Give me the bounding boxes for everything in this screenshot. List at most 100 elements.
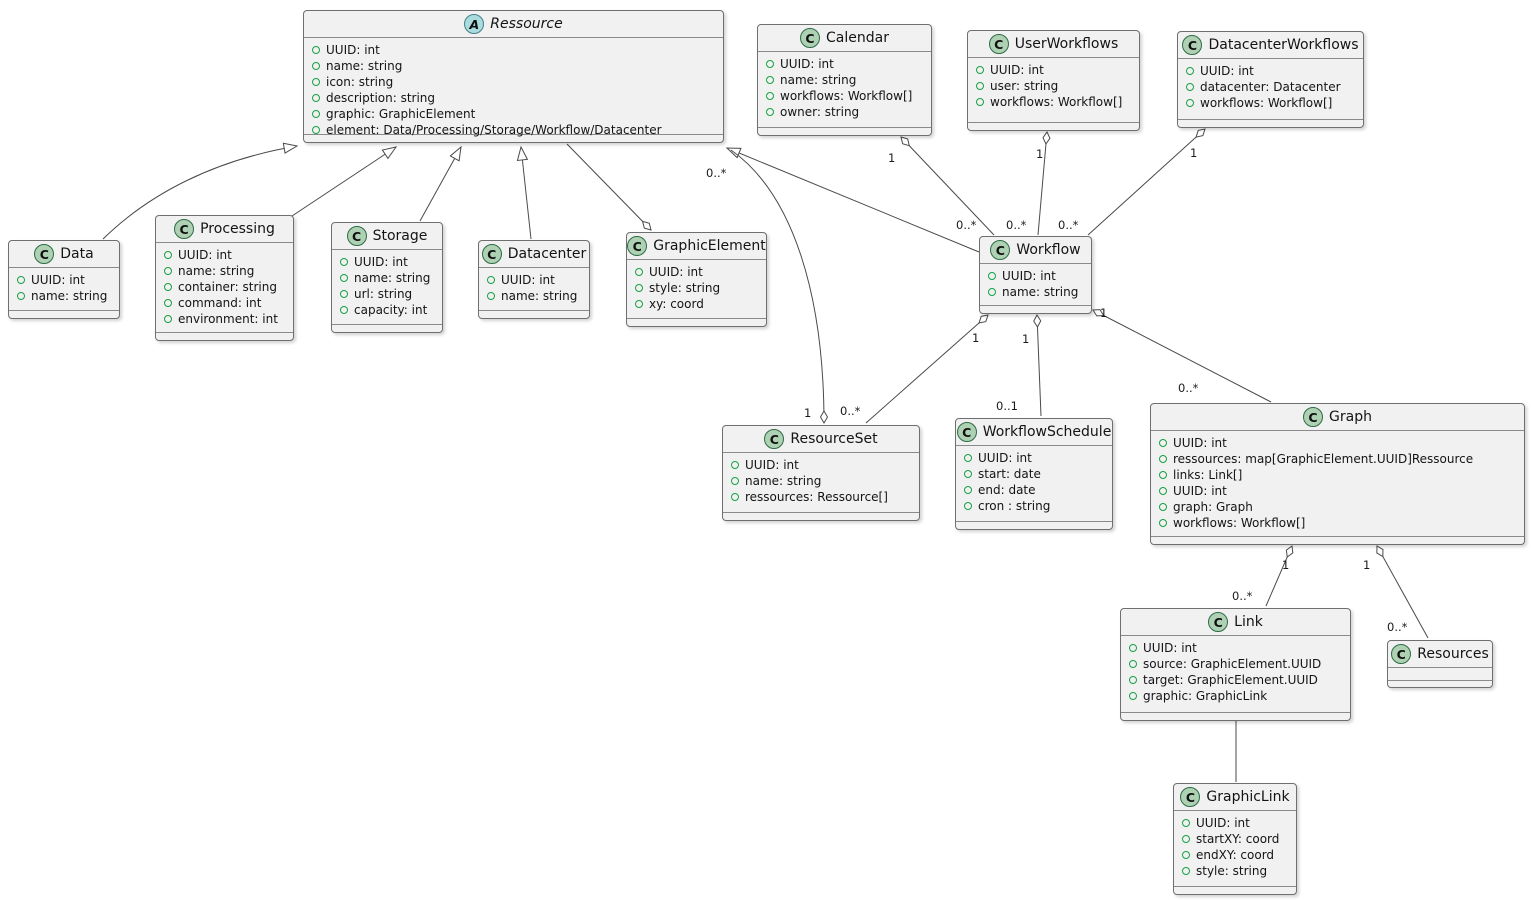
field-visibility-icon	[164, 283, 172, 291]
multiplicity-label: 1	[888, 151, 895, 165]
attribute-text: datacenter: Datacenter	[1200, 80, 1341, 94]
attribute-row: links: Link[]	[1159, 467, 1516, 483]
attribute-row: graphic: GraphicElement	[312, 106, 715, 122]
field-visibility-icon	[976, 66, 984, 74]
class-name: Link	[1234, 614, 1263, 630]
attribute-row: workflows: Workflow[]	[1159, 515, 1516, 531]
multiplicity-label: 0..*	[1232, 589, 1253, 603]
field-visibility-icon	[1159, 503, 1167, 511]
class-methods	[627, 319, 766, 326]
class-methods	[304, 135, 723, 142]
multiplicity-label: 1	[1036, 147, 1043, 161]
field-visibility-icon	[1159, 439, 1167, 447]
attribute-text: UUID: int	[326, 43, 380, 57]
attribute-row: UUID: int	[635, 264, 758, 280]
attribute-text: UUID: int	[990, 63, 1044, 77]
field-visibility-icon	[766, 108, 774, 116]
attribute-text: UUID: int	[178, 248, 232, 262]
attribute-text: icon: string	[326, 75, 394, 89]
attribute-text: name: string	[1002, 285, 1079, 299]
class-header: C Graph	[1151, 404, 1524, 431]
field-visibility-icon	[312, 94, 320, 102]
class-name: Processing	[200, 221, 275, 237]
class-name: Workflow	[1016, 242, 1081, 258]
class-methods	[1151, 537, 1524, 544]
class-methods	[980, 306, 1091, 313]
abstract-class-icon: A	[464, 14, 485, 34]
field-visibility-icon	[1186, 83, 1194, 91]
attribute-row: UUID: int	[312, 42, 715, 58]
attribute-text: graphic: GraphicElement	[326, 107, 476, 121]
attribute-text: source: GraphicElement.UUID	[1143, 657, 1322, 671]
attribute-row: name: string	[312, 58, 715, 74]
attribute-row: style: string	[635, 280, 758, 296]
class-name: UserWorkflows	[1014, 36, 1119, 52]
field-visibility-icon	[964, 454, 972, 462]
attribute-text: style: string	[649, 281, 721, 295]
attribute-row: workflows: Workflow[]	[1186, 95, 1355, 111]
multiplicity-label: 0..*	[1006, 218, 1027, 232]
inheritance-processing-ressource	[291, 146, 398, 217]
attribute-text: name: string	[31, 289, 108, 303]
attribute-row: name: string	[340, 270, 434, 286]
attribute-row: UUID: int	[731, 457, 911, 473]
class-icon: C	[800, 28, 821, 48]
field-visibility-icon	[164, 315, 172, 323]
field-visibility-icon	[988, 288, 996, 296]
attribute-row: UUID: int	[340, 254, 434, 270]
field-visibility-icon	[312, 110, 320, 118]
attribute-text: end: date	[978, 483, 1036, 497]
class-name: DatacenterWorkflows	[1208, 37, 1359, 53]
attribute-text: capacity: int	[354, 303, 428, 317]
multiplicity-label: 0..*	[956, 218, 977, 232]
attribute-text: workflows: Workflow[]	[1173, 516, 1306, 530]
attribute-text: UUID: int	[1200, 64, 1254, 78]
attribute-text: name: string	[326, 59, 403, 73]
multiplicity-label: 1	[1100, 306, 1107, 320]
class-header: C Link	[1121, 609, 1350, 636]
field-visibility-icon	[964, 486, 972, 494]
attribute-text: ressources: Ressource[]	[745, 490, 888, 504]
field-visibility-icon	[17, 276, 25, 284]
attribute-text: name: string	[501, 289, 578, 303]
field-visibility-icon	[340, 274, 348, 282]
attribute-text: style: string	[1196, 864, 1268, 878]
class-icon: C	[1182, 35, 1203, 55]
attribute-text: UUID: int	[1002, 269, 1056, 283]
inheritance-data-ressource	[102, 142, 299, 240]
field-visibility-icon	[1129, 660, 1137, 668]
class-header: C UserWorkflows	[968, 31, 1139, 58]
attribute-row: owner: string	[766, 104, 923, 120]
attribute-text: UUID: int	[780, 57, 834, 71]
attribute-row: graphic: GraphicLink	[1129, 688, 1342, 704]
field-visibility-icon	[964, 502, 972, 510]
aggregation-datacenterworkflows-workflow	[1087, 128, 1206, 236]
attribute-row: source: GraphicElement.UUID	[1129, 656, 1342, 672]
attribute-row: name: string	[766, 72, 923, 88]
class-icon: C	[627, 236, 648, 256]
class-header: A Ressource	[304, 11, 723, 38]
class-methods	[156, 333, 293, 340]
attribute-row: graph: Graph	[1159, 499, 1516, 515]
attribute-row: workflows: Workflow[]	[766, 88, 923, 104]
class-icon: C	[481, 244, 502, 264]
field-visibility-icon	[312, 62, 320, 70]
field-visibility-icon	[1182, 835, 1190, 843]
multiplicity-label: 1	[1363, 558, 1370, 572]
class-name: GraphicLink	[1206, 789, 1290, 805]
field-visibility-icon	[1159, 519, 1167, 527]
multiplicity-label: 0..*	[1387, 620, 1408, 634]
field-visibility-icon	[731, 493, 739, 501]
aggregation-calendar-workflow	[900, 136, 995, 236]
class-icon: C	[988, 34, 1009, 54]
field-visibility-icon	[312, 46, 320, 54]
class-name: Ressource	[490, 16, 563, 32]
class-attributes: UUID: int name: string	[980, 264, 1091, 306]
class-name: WorkflowSchedule	[982, 424, 1112, 440]
